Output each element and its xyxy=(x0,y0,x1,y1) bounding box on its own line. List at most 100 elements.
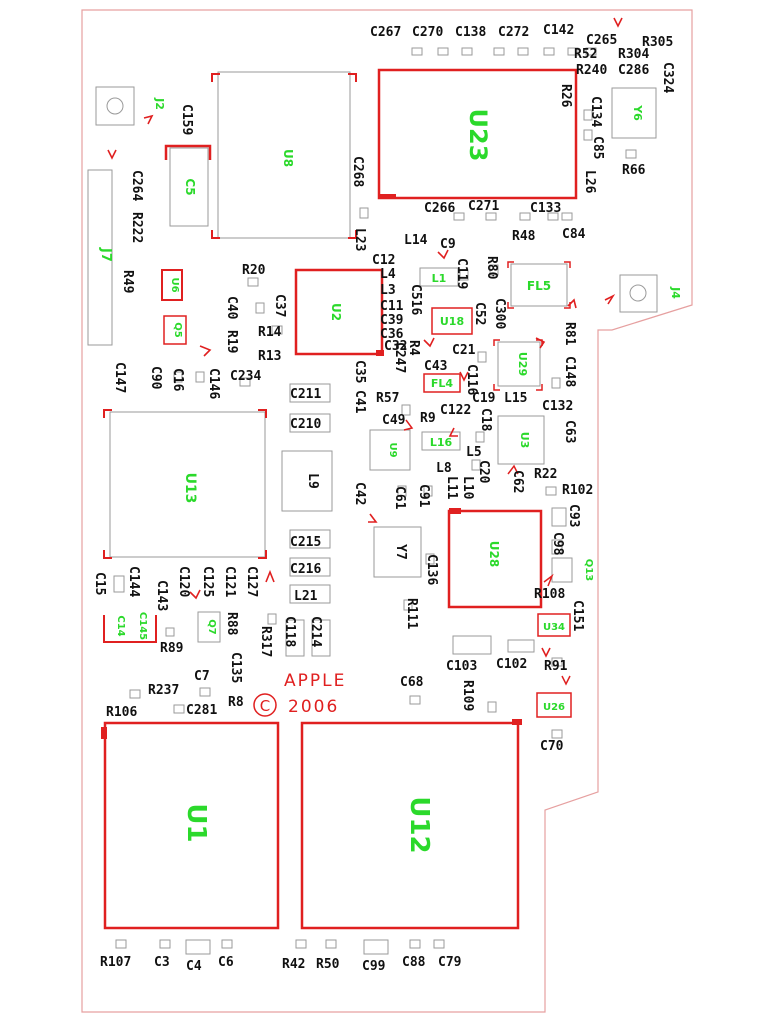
filter-fl5: FL5 xyxy=(507,261,571,309)
label-r80: R80 xyxy=(484,256,499,280)
capacitor-c14-c145: C14 C145 xyxy=(103,612,157,643)
label-c122: C122 xyxy=(440,403,471,418)
label-l15: L15 xyxy=(504,391,527,406)
label-c98: C98 xyxy=(550,532,565,556)
u23-designator: U23 xyxy=(464,109,492,162)
board-outline xyxy=(81,9,693,1013)
label-l26: L26 xyxy=(582,170,597,194)
label-c84: C84 xyxy=(562,227,586,242)
label-c281: C281 xyxy=(186,703,217,718)
ic-u29: U29 xyxy=(493,339,543,391)
label-c516: C516 xyxy=(408,284,423,315)
label-c102: C102 xyxy=(496,657,527,672)
label-c79: C79 xyxy=(438,955,461,970)
label-c300: C300 xyxy=(492,298,507,329)
label-c19: C19 xyxy=(472,391,495,406)
label-c103: C103 xyxy=(446,659,477,674)
label-l10: L10 xyxy=(460,476,475,500)
label-c11: C11 xyxy=(380,299,404,314)
label-c12: C12 xyxy=(372,253,395,268)
filter-fl4: FL4 xyxy=(423,373,461,393)
label-r19: R19 xyxy=(224,330,239,353)
label-c21: C21 xyxy=(452,343,476,358)
label-c125: C125 xyxy=(200,566,215,597)
label-r222: R222 xyxy=(129,212,144,243)
reference-labels: C267 C270 C138 C272 C142 C265 R305 R52 R… xyxy=(92,23,675,974)
apple-copyright-marking: APPLE C 2006 xyxy=(253,671,346,717)
label-r50: R50 xyxy=(316,957,340,972)
ic-u8: U8 xyxy=(211,71,357,239)
label-c90: C90 xyxy=(148,366,163,390)
transistor-q13: Q13 xyxy=(543,557,594,587)
label-c159: C159 xyxy=(179,104,194,135)
ic-u1: U1 xyxy=(101,721,280,930)
label-c91: C91 xyxy=(416,484,431,508)
label-c18: C18 xyxy=(478,408,493,432)
label-r305: R305 xyxy=(642,35,673,50)
transistor-q5: Q5 xyxy=(163,315,187,345)
label-r22: R22 xyxy=(534,467,557,482)
label-c61: C61 xyxy=(392,486,407,510)
label-c118: C118 xyxy=(282,616,297,647)
brand-text: APPLE xyxy=(284,671,346,691)
label-c40: C40 xyxy=(224,296,239,320)
u3-designator: U3 xyxy=(518,432,531,449)
label-c133: C133 xyxy=(530,201,561,216)
label-c210: C210 xyxy=(290,417,321,432)
label-r48: R48 xyxy=(512,229,536,244)
label-l21: L21 xyxy=(294,589,318,604)
c14-designator: C14 xyxy=(115,615,126,636)
label-c88: C88 xyxy=(402,955,426,970)
inductor-l9: L9 xyxy=(281,450,333,512)
fl4-designator: FL4 xyxy=(431,377,454,390)
inductor-l1: L1 xyxy=(419,267,459,287)
u34-designator: U34 xyxy=(543,622,565,633)
capacitor-c5: C5 xyxy=(164,144,212,227)
label-r26: R26 xyxy=(558,84,573,108)
label-c324: C324 xyxy=(660,62,675,93)
label-c6: C6 xyxy=(218,955,234,970)
q5-designator: Q5 xyxy=(172,322,183,338)
ic-u13: U13 xyxy=(103,409,267,559)
ic-u26: U26 xyxy=(536,675,572,718)
passive-pads xyxy=(113,47,637,949)
ic-u3: U3 xyxy=(497,415,545,475)
label-c62: C62 xyxy=(510,470,525,493)
label-c32: C32 xyxy=(384,339,407,354)
label-r4: R4 xyxy=(406,340,421,356)
label-r106: R106 xyxy=(106,705,137,720)
label-c121: C121 xyxy=(222,566,237,597)
label-c85: C85 xyxy=(590,136,605,159)
transistor-q7: Q7 xyxy=(197,611,221,643)
label-c271: C271 xyxy=(468,199,499,214)
label-c119: C119 xyxy=(454,258,469,289)
label-c216: C216 xyxy=(290,562,321,577)
label-c135: C135 xyxy=(228,652,243,683)
label-l23: L23 xyxy=(352,228,367,251)
label-c264: C264 xyxy=(129,170,144,201)
label-c36: C36 xyxy=(380,327,404,342)
connector-j2: J2 xyxy=(95,86,166,126)
label-r91: R91 xyxy=(544,659,568,674)
label-r240: R240 xyxy=(576,63,607,78)
label-r88: R88 xyxy=(224,612,239,636)
q13-designator: Q13 xyxy=(583,559,594,581)
label-r107: R107 xyxy=(100,955,131,970)
label-c9: C9 xyxy=(440,237,456,252)
j4-designator: J4 xyxy=(669,286,682,299)
ic-u23: U23 xyxy=(377,68,578,200)
label-c148: C148 xyxy=(562,356,577,387)
label-c214: C214 xyxy=(308,616,323,647)
label-c247: C247 xyxy=(392,342,407,373)
u26-designator: U26 xyxy=(543,702,565,713)
label-c286: C286 xyxy=(618,63,649,78)
connector-j4: J4 xyxy=(604,274,682,313)
u29-designator: U29 xyxy=(516,352,529,376)
label-l11: L11 xyxy=(444,476,459,500)
j7-designator: J7 xyxy=(98,247,113,262)
j2-designator: J2 xyxy=(153,97,166,110)
label-r317: R317 xyxy=(258,626,273,657)
label-c132: C132 xyxy=(542,399,573,414)
connector-j7: J7 xyxy=(87,149,117,346)
label-r102: R102 xyxy=(562,483,593,498)
